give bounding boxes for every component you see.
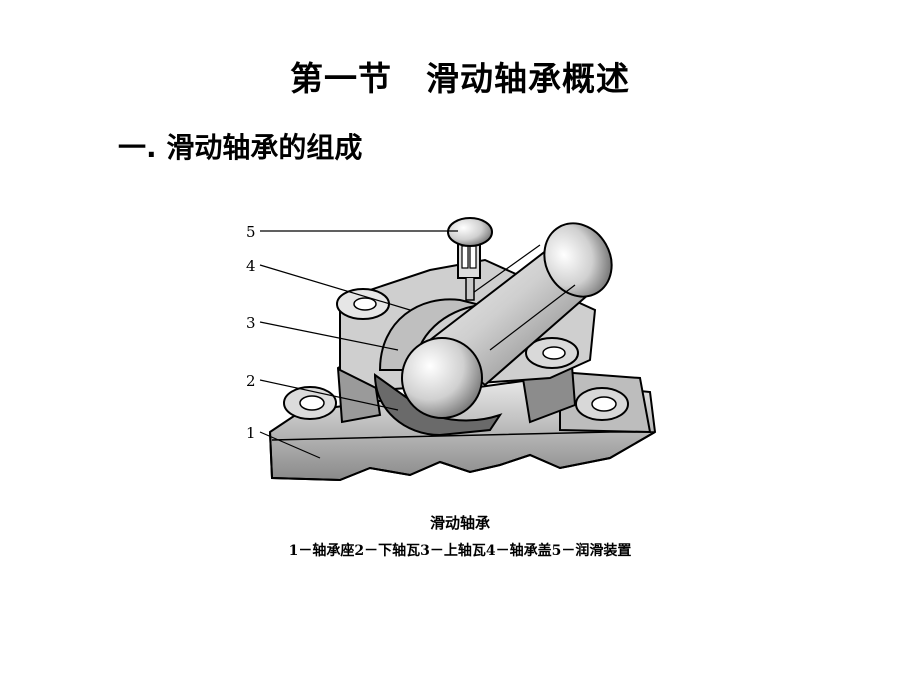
section-heading: 滑动轴承概述 bbox=[426, 59, 630, 98]
figure-caption-legend: 1－轴承座2－下轴瓦3－上轴瓦4－轴承盖5－润滑装置 bbox=[288, 543, 632, 559]
shaft bbox=[401, 222, 613, 419]
section-number: 第一节 bbox=[290, 59, 392, 98]
callout-3: 3 bbox=[246, 314, 256, 332]
leader-lines bbox=[259, 230, 458, 459]
slide-title: 第一节滑动轴承概述 bbox=[0, 52, 920, 100]
callout-1: 1 bbox=[246, 424, 256, 442]
figure-caption-title: 滑动轴承 bbox=[429, 514, 490, 532]
subsection-heading: 一. 滑动轴承的组成 bbox=[118, 131, 363, 164]
callout-5: 5 bbox=[246, 223, 256, 241]
callout-2: 2 bbox=[246, 372, 256, 390]
bearing-illustration: 5 4 3 2 1 bbox=[246, 217, 657, 482]
callout-4: 4 bbox=[246, 257, 256, 275]
lubricator bbox=[447, 217, 493, 301]
